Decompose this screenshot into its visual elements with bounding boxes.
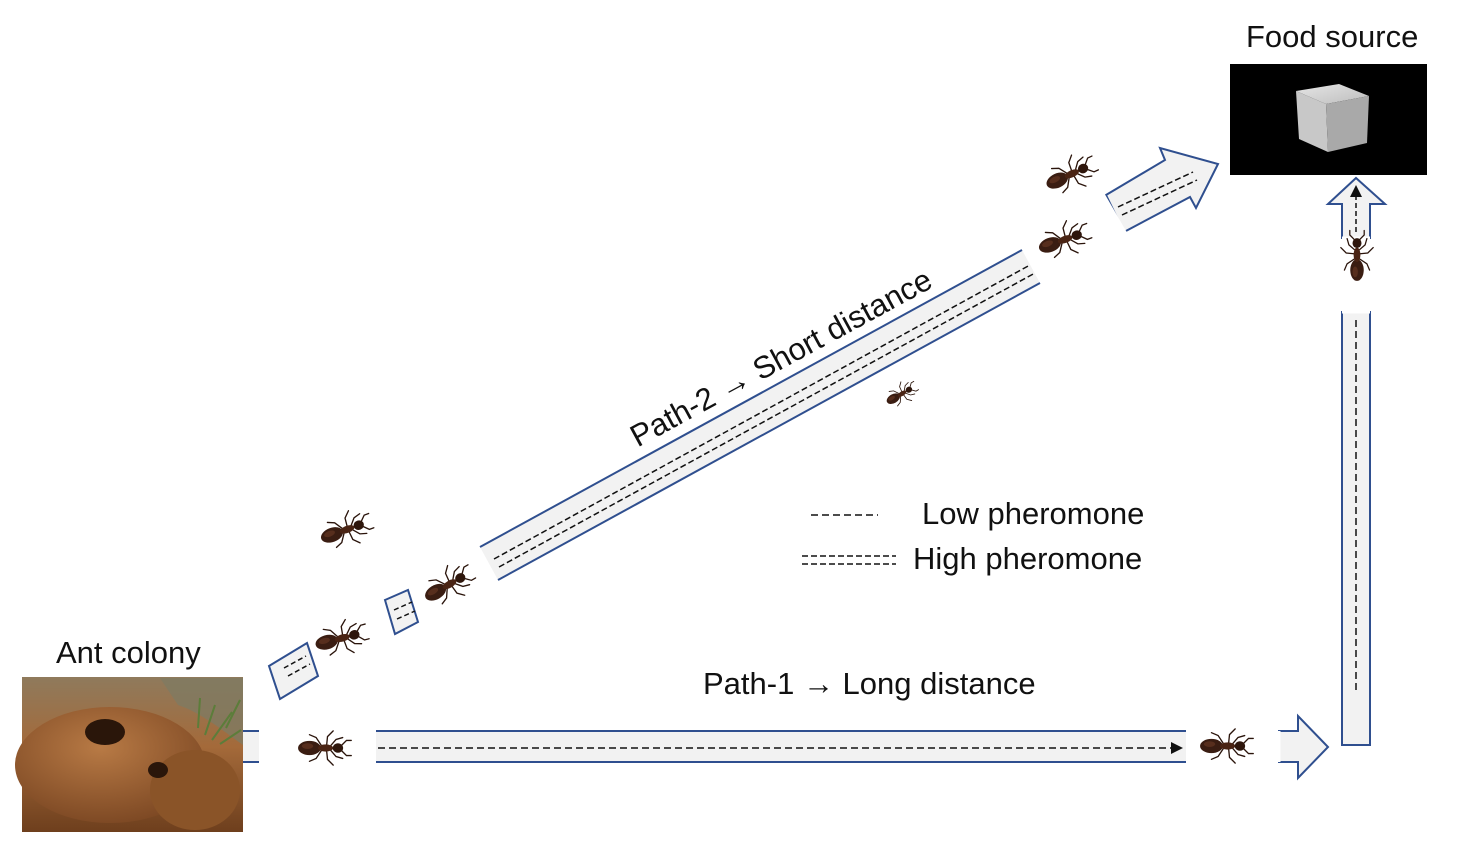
path-2-segment (267, 641, 320, 701)
legend-low-label: Low pheromone (922, 496, 1145, 531)
ant-icon (314, 503, 378, 556)
path-2-segment (480, 250, 1040, 580)
path-1-start (242, 731, 259, 762)
ant-icon (881, 375, 923, 413)
legend (802, 514, 896, 565)
ant-colony-label: Ant colony (56, 635, 201, 670)
ant-icon (310, 614, 373, 663)
ant-icon (297, 730, 352, 766)
path-2 (267, 146, 1220, 701)
ant-colony-image (15, 677, 243, 832)
legend-high-symbol (802, 555, 896, 565)
high-pheromone-trail (493, 264, 1036, 568)
ant-icon (1039, 146, 1104, 202)
sugar-cube-icon (1296, 84, 1369, 152)
path-1-vertical (1325, 176, 1388, 746)
path-1-label: Path-1 → Long distance (703, 666, 1036, 701)
path-2-arrow (1104, 146, 1220, 234)
path-2-segment (383, 588, 420, 636)
anthill-icon (15, 707, 240, 830)
ant-icon (1199, 728, 1254, 764)
food-source-image (1230, 64, 1427, 175)
ant-icon (416, 555, 482, 614)
path-1 (242, 713, 1330, 781)
legend-high-label: High pheromone (913, 541, 1143, 576)
ant-icon (1032, 213, 1096, 266)
path-1-arrow (1278, 713, 1330, 781)
food-source-label: Food source (1246, 19, 1419, 54)
